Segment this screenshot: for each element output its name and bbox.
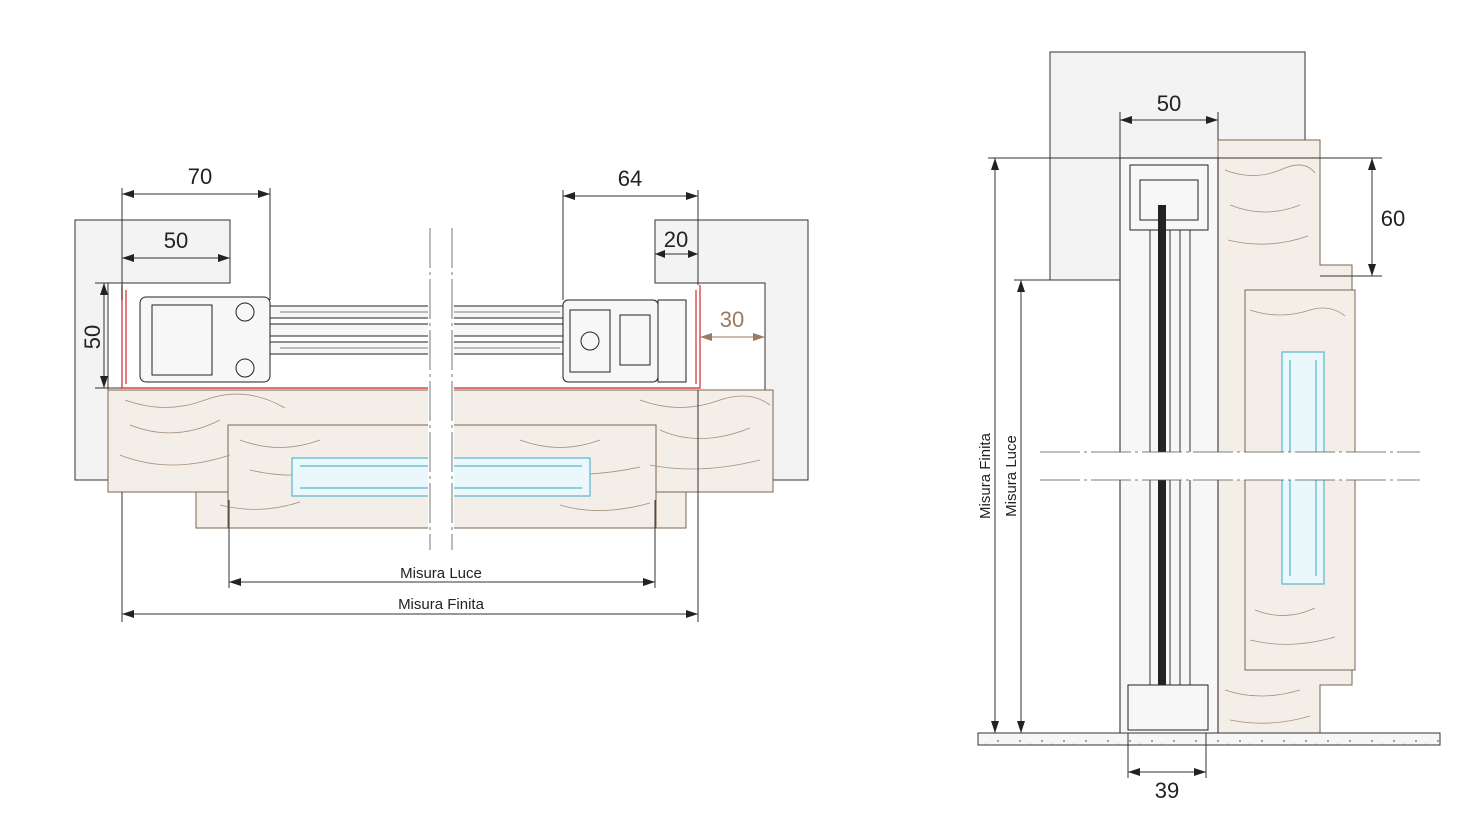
dim-60-label: 60 [1381,206,1405,231]
dim-50-section-label: 50 [1157,91,1181,116]
dim-39-label: 39 [1155,778,1179,803]
plan-break-gap [428,228,454,550]
plan-dim-misura-finita: Misura Finita [121,390,699,622]
plan-dim-20: 20 [655,227,698,258]
plan-dim-50-top: 50 [121,228,231,285]
dim-64-label: 64 [618,166,642,191]
plan-dim-misura-luce: Misura Luce [228,500,656,588]
section-floor [977,732,1441,746]
plan-dim-30: 30 [700,307,765,341]
plan-left-profile [139,296,271,383]
plan-right-profile [562,299,687,383]
dim-50-top-label: 50 [164,228,188,253]
section-slider-profile [1119,157,1219,734]
plan-view: 70 50 64 20 [74,164,809,622]
misura-finita-section-label: Misura Finita [977,432,994,519]
section-dim-misura-finita: Misura Finita [977,157,1120,733]
plan-dim-50-side: 50 [80,282,122,389]
misura-luce-plan-label: Misura Luce [400,565,482,582]
dim-50-side-label: 50 [80,325,105,349]
plan-rail [269,305,571,355]
section-break-gap [1040,452,1420,480]
section-dim-50: 50 [1119,91,1219,158]
dim-70-label: 70 [188,164,212,189]
section-dim-60: 60 [1218,157,1405,277]
section-view: 50 60 39 Misura Finita [977,51,1441,803]
dim-20-label: 20 [664,227,688,252]
dim-30-label: 30 [720,307,744,332]
misura-luce-section-label: Misura Luce [1003,435,1020,517]
section-dim-39: 39 [1127,733,1207,803]
section-dim-misura-luce: Misura Luce [1003,279,1120,733]
misura-finita-plan-label: Misura Finita [398,596,485,613]
plan-dim-64: 64 [562,166,699,300]
